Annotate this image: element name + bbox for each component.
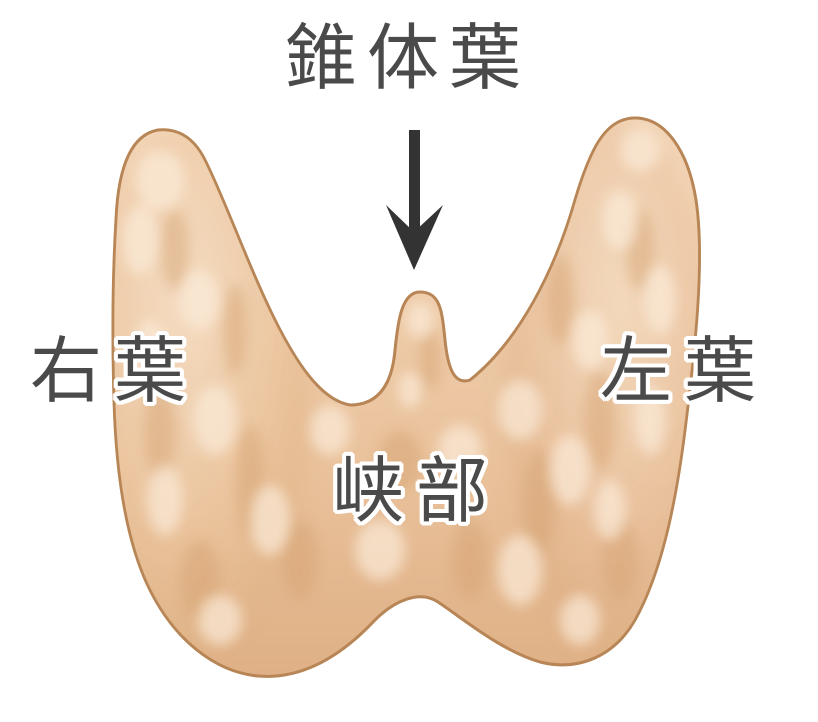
left-lobe-label: 左葉 [600, 329, 769, 413]
right-lobe-label: 右葉 [30, 329, 199, 413]
down-arrow-icon [386, 130, 443, 270]
thyroid-outline [111, 116, 701, 678]
isthmus-label: 峡部 [332, 449, 501, 533]
pyramidal-lobe-label: 錐体葉 [285, 16, 532, 100]
